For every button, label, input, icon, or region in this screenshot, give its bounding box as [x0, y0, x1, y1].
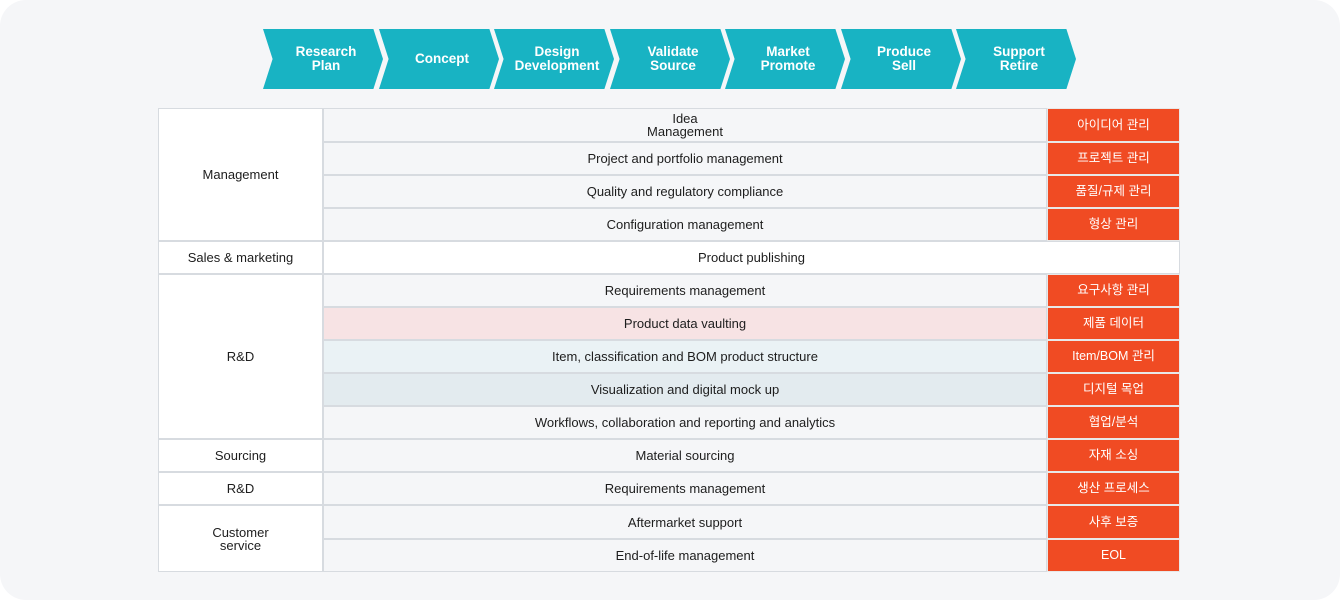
tag-configuration: 형상 관리: [1047, 208, 1180, 241]
stage-label: Design Development: [514, 44, 600, 73]
stage-label: Produce Sell: [876, 44, 931, 73]
category-rnd: R&D: [158, 274, 323, 439]
stage-market-promote: Market Promote: [725, 29, 845, 89]
row-product-data-vaulting: Product data vaulting: [323, 307, 1047, 340]
row-configuration: Configuration management: [323, 208, 1047, 241]
stage-produce-sell: Produce Sell: [841, 29, 961, 89]
row-workflows: Workflows, collaboration and reporting a…: [323, 406, 1047, 439]
tag-project: 프로젝트 관리: [1047, 142, 1180, 175]
category-rnd-2: R&D: [158, 472, 323, 505]
row-aftermarket: Aftermarket support: [323, 505, 1047, 539]
row-idea-management: Idea Management: [323, 108, 1047, 142]
tag-requirements: 요구사항 관리: [1047, 274, 1180, 307]
row-visualization: Visualization and digital mock up: [323, 373, 1047, 406]
stage-label: Validate Source: [647, 44, 699, 73]
stage-label: Research Plan: [295, 44, 357, 73]
capability-table: Management Sales & marketing R&D Sourcin…: [158, 108, 1180, 572]
category-management: Management: [158, 108, 323, 241]
tag-collaboration: 협업/분석: [1047, 406, 1180, 439]
tag-production: 생산 프로세스: [1047, 472, 1180, 505]
row-quality-compliance: Quality and regulatory compliance: [323, 175, 1047, 208]
stage-label: Support Retire: [993, 44, 1045, 73]
stage-label: Concept: [415, 51, 469, 66]
row-item-bom: Item, classification and BOM product str…: [323, 340, 1047, 373]
category-customer-service: Customer service: [158, 505, 323, 572]
tag-item-bom: Item/BOM 관리: [1047, 340, 1180, 373]
tag-product-data: 제품 데이터: [1047, 307, 1180, 340]
row-requirements: Requirements management: [323, 274, 1047, 307]
row-project-portfolio: Project and portfolio management: [323, 142, 1047, 175]
stage-validate-source: Validate Source: [610, 29, 730, 89]
stage-support-retire: Support Retire: [956, 29, 1076, 89]
tag-aftermarket: 사후 보증: [1047, 505, 1180, 539]
stage-label: Market Promote: [760, 44, 816, 73]
tag-material: 자재 소싱: [1047, 439, 1180, 472]
row-end-of-life: End-of-life management: [323, 539, 1047, 572]
tag-digital-mockup: 디지털 목업: [1047, 373, 1180, 406]
category-sales-marketing: Sales & marketing: [158, 241, 323, 274]
row-product-publishing: Product publishing: [323, 241, 1180, 274]
stage-design-development: Design Development: [494, 29, 614, 89]
row-requirements-2: Requirements management: [323, 472, 1047, 505]
lifecycle-stages: Research Plan Concept Design Development…: [263, 29, 1083, 89]
tag-quality: 품질/규제 관리: [1047, 175, 1180, 208]
tag-idea: 아이디어 관리: [1047, 108, 1180, 142]
row-material-sourcing: Material sourcing: [323, 439, 1047, 472]
stage-research-plan: Research Plan: [263, 29, 383, 89]
stage-concept: Concept: [379, 29, 499, 89]
tag-eol: EOL: [1047, 539, 1180, 572]
category-sourcing: Sourcing: [158, 439, 323, 472]
